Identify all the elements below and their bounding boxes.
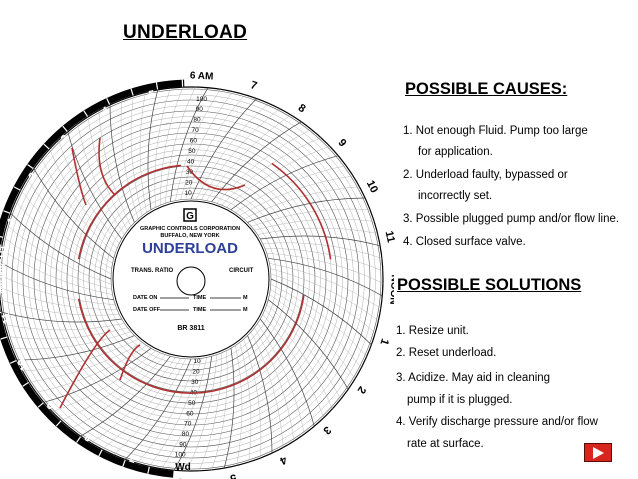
solutions-panel [394, 272, 638, 457]
date-off-label: DATE OFF [133, 307, 161, 313]
scale-label: 30 [186, 169, 194, 176]
hour-label: 1 [378, 337, 391, 347]
solution-3-cont: pump if it is plugged. [407, 394, 513, 406]
hour-label: 3 [321, 423, 334, 436]
next-slide-button[interactable] [584, 443, 612, 462]
scale-label: 100 [175, 452, 186, 459]
trans-ratio-label: TRANS. RATIO [131, 268, 174, 274]
part-number: BR 3811 [177, 325, 204, 332]
company-name: GRAPHIC CONTROLS CORPORATION [140, 226, 240, 232]
hour-label: 7 [249, 79, 259, 92]
scale-label: 10 [184, 190, 192, 197]
scale-label: 90 [179, 441, 187, 448]
date-on-label: DATE ON [133, 295, 157, 301]
hour-label: 6 AM [190, 70, 214, 82]
time-off-label: TIME [193, 307, 206, 313]
hour-label: 2 [355, 384, 368, 396]
weekday-label: Wd [175, 462, 191, 473]
time-arcs [0, 86, 384, 472]
hour-label: 8 [83, 430, 95, 443]
time-on-m: M [243, 295, 248, 301]
hour-label: 10 [15, 356, 31, 372]
cause-1: 1. Not enough Fluid. Pump too large [403, 125, 588, 137]
chart-name: UNDERLOAD [142, 240, 238, 257]
circuit-label: CIRCUIT [229, 268, 254, 274]
hour-label: 6 [177, 476, 184, 479]
cause-3: 3. Possible plugged pump and/or flow lin… [403, 213, 620, 225]
cause-1-cont: for application. [418, 146, 493, 158]
hour-label: 7 [128, 451, 138, 464]
hour-label: 11 [0, 311, 14, 325]
cause-2: 2. Underload faulty, bypassed or [403, 169, 568, 181]
scale-label: 60 [186, 410, 194, 417]
cause-2-cont: incorrectly set. [418, 190, 493, 202]
time-off-m: M [243, 307, 248, 313]
brand-logo [183, 208, 197, 222]
scale-label: 30 [191, 379, 199, 386]
scale-label: 50 [188, 400, 196, 407]
scale-label: 90 [196, 106, 204, 113]
hour-label: 4 [277, 453, 289, 467]
scale-labels: 1020304050607080901001020304050607080901… [175, 96, 208, 459]
scale-label: 70 [191, 127, 199, 134]
solution-2: 2. Reset underload. [396, 347, 497, 359]
scale-label: 100 [196, 96, 207, 103]
scale-label: 40 [187, 159, 195, 166]
solution-1: 1. Resize unit. [396, 325, 469, 337]
hour-label: 2 [27, 171, 40, 183]
scale-label: 60 [190, 138, 198, 145]
scale-label: 80 [182, 431, 190, 438]
solution-4: 4. Verify discharge pressure and/or flow [396, 416, 598, 428]
center-hole [176, 266, 206, 296]
scale-label: 50 [188, 148, 196, 155]
hour-label: 10 [364, 179, 380, 195]
brand-logo-letter: G [186, 211, 194, 222]
causes-header: POSSIBLE CAUSES: [405, 80, 568, 98]
solution-4-cont: rate at surface. [407, 438, 484, 450]
next-arrow-icon[interactable] [593, 447, 604, 459]
hour-label: MIDNIGHT [0, 244, 10, 294]
hour-label: 9 [335, 137, 348, 150]
hour-label: 11 [383, 230, 397, 244]
scale-label: 10 [193, 358, 201, 365]
cause-4: 4. Closed surface valve. [403, 236, 526, 248]
scale-label: 20 [185, 180, 193, 187]
hour-label: 1 [5, 216, 18, 226]
time-on-label: TIME [193, 295, 206, 301]
scale-label: 20 [192, 369, 200, 376]
scale-label: 80 [193, 117, 201, 124]
hour-label: 8 [296, 102, 308, 115]
hour-label: 4 [100, 104, 112, 118]
outer-time-band [0, 79, 185, 478]
page-title: UNDERLOAD [123, 22, 248, 43]
scale-label: 70 [184, 421, 192, 428]
trace-line [59, 137, 332, 409]
company-location: BUFFALO, NEW YORK [160, 233, 219, 239]
hour-label: 5 [148, 89, 156, 102]
causes-panel [396, 78, 638, 256]
dial-rings [0, 86, 384, 472]
hour-label: 5 [229, 471, 237, 479]
solution-3: 3. Acidize. May aid in cleaning [396, 372, 551, 384]
solutions-header: POSSIBLE SOLUTIONS [397, 276, 582, 294]
